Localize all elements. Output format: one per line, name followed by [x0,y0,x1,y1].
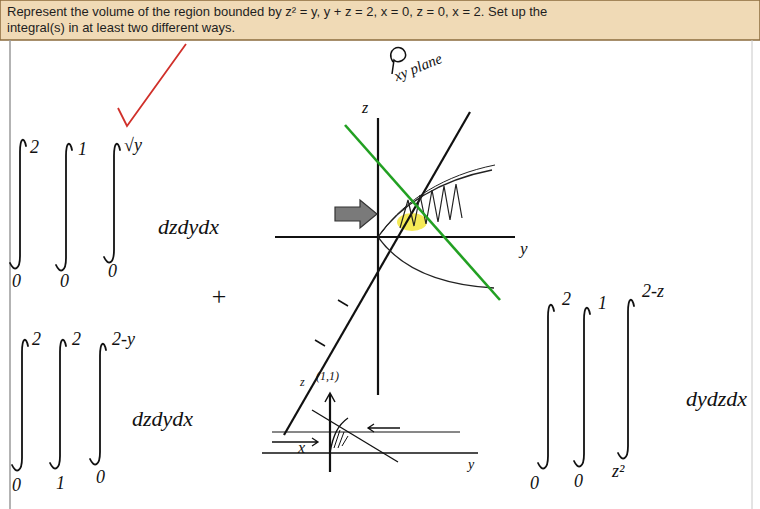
handwritten-label: y [520,240,528,257]
handwritten-label: 2-z [642,282,664,300]
handwritten-label: 1 [56,474,65,492]
handwritten-label: 1 [78,140,87,158]
handwritten-label: 2 [30,138,39,156]
handwritten-label: z² [612,462,624,480]
handwritten-label: x [298,440,305,456]
handwritten-label: dydzdx [686,388,747,410]
handwritten-label: xy plane [392,51,444,84]
handwritten-label: y [468,458,474,472]
handwritten-label: z [300,376,305,388]
handwritten-label: 0 [530,474,539,492]
handwritten-label: √y [124,136,142,154]
handwritten-label: 0 [12,272,21,290]
y-axis [275,236,515,238]
handwritten-label: 2-y [112,330,135,348]
handwritten-label: (1,1) [316,370,339,382]
header-band [0,0,760,40]
handwritten-label: dzdydx [132,408,193,430]
handwritten-label: 0 [108,262,117,280]
handwritten-label: 1 [598,294,607,312]
handwritten-label: 2 [72,330,81,348]
check-mark [118,44,186,126]
handwritten-label: 2 [562,290,571,308]
handwritten-label: 0 [96,468,105,486]
small-sketch [262,393,478,472]
handwritten-label: 0 [574,472,583,490]
handwritten-label: + [210,284,228,310]
integral-signs [10,140,634,471]
problem-title: Represent the volume of the region bound… [7,4,555,36]
tick [315,340,325,346]
curve [382,165,495,232]
handwritten-label: z [362,100,368,116]
handwritten-label: dzdydx [158,216,219,238]
region-sketch [275,47,515,435]
frame-line [9,40,11,509]
grey-arrow [335,200,377,228]
handwritten-label: 0 [60,272,69,290]
handwritten-label: 0 [12,476,21,494]
frame-line [752,40,753,509]
tick [338,300,348,306]
handwritten-label: 2 [32,330,41,348]
curve [378,237,494,288]
